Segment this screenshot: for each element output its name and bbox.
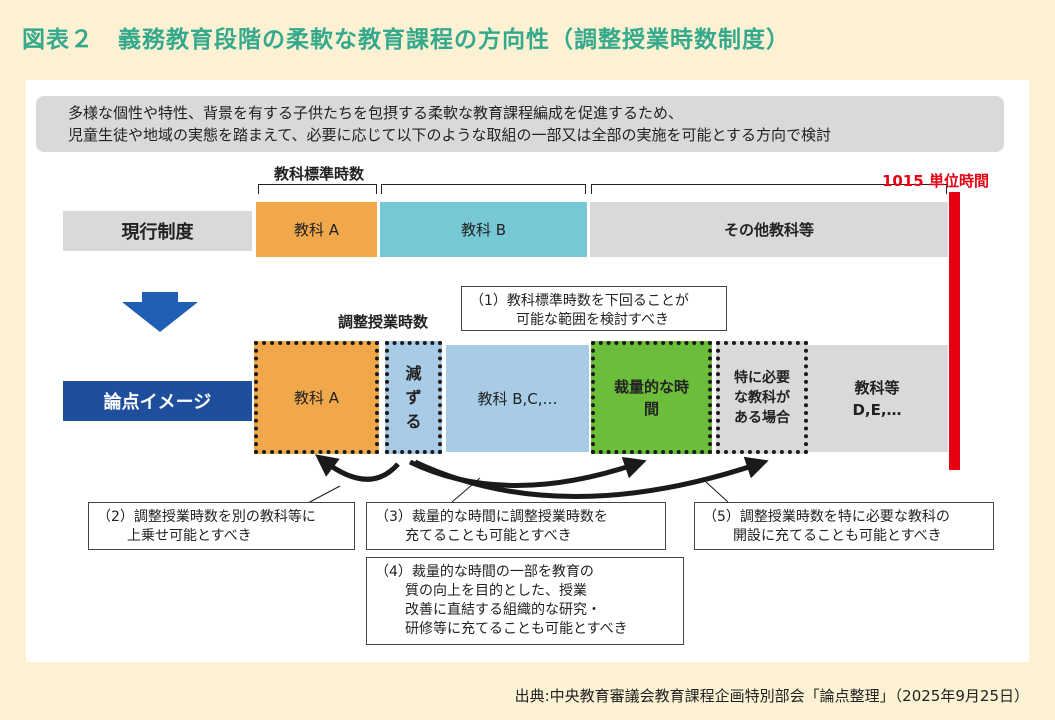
intro-line-2: 児童生徒や地域の実態を踏まえて、必要に応じて以下のような取組の一部又は全部の実施… <box>68 126 832 144</box>
issue-subject-a-label: 教科 A <box>293 388 340 407</box>
note-3-line-2: 充てることも可能とすべき <box>405 528 572 544</box>
page-title: 図表２ 義務教育段階の柔軟な教育課程の方向性（調整授業時数制度） <box>22 27 790 53</box>
issue-needed-label: 特に必要な教科がある場合 <box>734 369 790 426</box>
bracket-others <box>591 184 947 194</box>
current-subject-a-label: 教科 A <box>293 220 340 239</box>
current-subject-b: 教科 B <box>380 202 587 257</box>
issue-image-label: 論点イメージ <box>63 381 252 421</box>
current-others: その他教科等 <box>590 202 948 257</box>
note-4: （4）裁量的な時間の一部を教育の 質の向上を目的とした、授業 改善に直結する組織… <box>366 557 684 645</box>
issue-reduce-label: 減ずる <box>405 363 422 431</box>
note-4-line-2: 質の向上を目的とした、授業 <box>405 583 587 599</box>
intro-box: 多様な個性や特性、背景を有する子供たちを包摂する柔軟な教育課程編成を促進するため… <box>36 96 1004 152</box>
note-4-line-4: 研修等に充てることも可能とすべき <box>405 621 628 637</box>
note-2-line-1: （2）調整授業時数を別の教科等に <box>97 509 316 525</box>
note-3-line-1: （3）裁量的な時間に調整授業時数を <box>375 509 608 525</box>
issue-discretionary-label: 裁量的な時間 <box>613 377 689 418</box>
intro-line-1: 多様な個性や特性、背景を有する子供たちを包摂する柔軟な教育課程編成を促進するため… <box>68 104 684 122</box>
current-subject-b-label: 教科 B <box>460 220 507 239</box>
total-hours-label: 1015 単位時間 <box>882 172 989 190</box>
note-4-line-1: （4）裁量的な時間の一部を教育の <box>375 564 594 580</box>
issue-subject-de: 教科等 D,E,… <box>806 345 948 452</box>
note-5-line-1: （5）調整授業時数を特に必要な教科の <box>703 509 950 525</box>
current-system-label: 現行制度 <box>63 211 252 251</box>
current-subject-a: 教科 A <box>256 202 377 257</box>
bracket-subject-a <box>258 184 377 194</box>
issue-subject-a: 教科 A <box>254 341 379 454</box>
adjusted-hours-label: 調整授業時数 <box>338 313 429 331</box>
issue-needed-subject: 特に必要な教科がある場合 <box>716 341 808 454</box>
note-1: （1）教科標準時数を下回ることが 可能な範囲を検討すべき <box>461 286 727 331</box>
note-1-line-1: （1）教科標準時数を下回ることが <box>470 293 689 309</box>
note-2: （2）調整授業時数を別の教科等に 上乗せ可能とすべき <box>88 502 355 550</box>
standard-hours-label: 教科標準時数 <box>274 165 365 183</box>
issue-subject-bc-label: 教科 B,C,… <box>477 389 558 408</box>
total-hours-bar <box>949 192 960 470</box>
source-citation: 出典:中央教育審議会教育課程企画特別部会「論点整理」（2025年9月25日） <box>514 687 1029 705</box>
note-1-line-2: 可能な範囲を検討すべき <box>516 312 670 328</box>
issue-subject-bc: 教科 B,C,… <box>446 345 589 452</box>
down-arrow-icon <box>122 292 198 332</box>
current-others-label: その他教科等 <box>723 220 814 239</box>
note-4-line-3: 改善に直結する組織的な研究・ <box>405 602 601 618</box>
note-2-line-2: 上乗せ可能とすべき <box>127 528 252 544</box>
note-5: （5）調整授業時数を特に必要な教科の 開設に充てることも可能とすべき <box>694 502 994 550</box>
note-5-line-2: 開設に充てることも可能とすべき <box>733 528 942 544</box>
note-3: （3）裁量的な時間に調整授業時数を 充てることも可能とすべき <box>366 502 666 550</box>
issue-discretionary-time: 裁量的な時間 <box>591 341 712 454</box>
issue-reduce: 減ずる <box>385 341 442 454</box>
bracket-subject-b <box>381 184 586 194</box>
issue-subject-de-label: 教科等 D,E,… <box>852 378 902 419</box>
